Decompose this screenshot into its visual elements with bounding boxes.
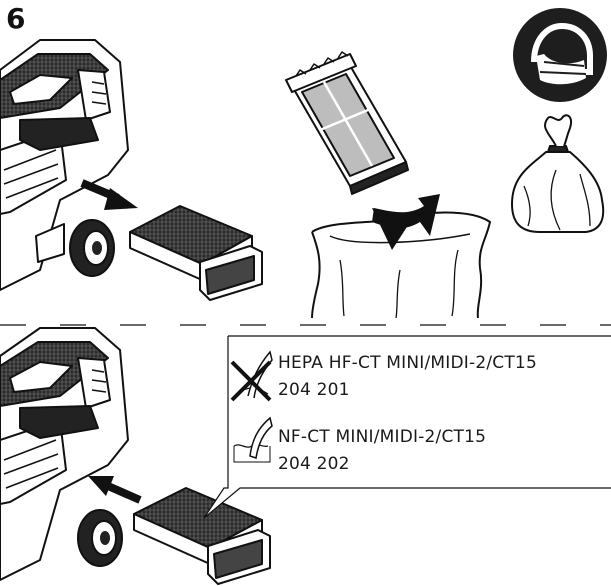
nf-filter-part-number: 204 202: [278, 454, 350, 474]
vacuum-unit-bottom: [0, 327, 129, 581]
new-filter-bottom: [133, 487, 271, 585]
grey-filter: [285, 51, 409, 195]
open-bag: [311, 211, 491, 319]
tied-bag-graphic: [511, 114, 605, 233]
vacuum-wheel-top: [69, 219, 115, 277]
mask-icon-graphic: [513, 8, 607, 102]
nf-filter-name: NF-CT MINI/MIDI-2/CT15: [278, 427, 487, 447]
removed-filter-top: [129, 205, 263, 301]
vacuum-unit-top: [0, 39, 129, 291]
filter-washable-graphic: [233, 416, 273, 463]
filter-callout-box: [203, 335, 611, 519]
filter-not-washable-graphic: [230, 350, 273, 402]
step-number: 6: [6, 2, 26, 35]
hepa-filter-name: HEPA HF-CT MINI/MIDI-2/CT15: [278, 353, 537, 373]
hepa-filter-part-number: 204 201: [278, 380, 350, 400]
disposal-arrow: [372, 194, 440, 250]
vacuum-wheel-bottom: [77, 509, 123, 567]
remove-arrow: [80, 179, 138, 210]
insert-arrow: [88, 476, 142, 504]
